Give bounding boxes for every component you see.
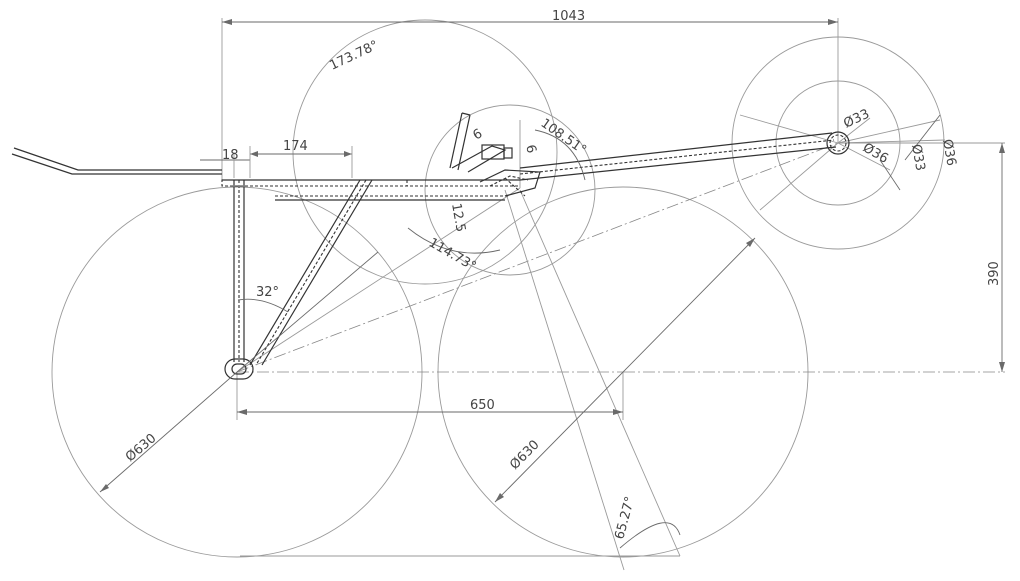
head-arc-circle — [424, 104, 596, 276]
construction-lines — [221, 18, 1005, 571]
dimension-lines — [99, 19, 1005, 549]
dim-114: 114.73° — [426, 235, 479, 274]
dim-ring-dia-2: Ø33 — [908, 143, 927, 172]
construction-circles — [51, 19, 945, 558]
top-tube — [221, 179, 408, 187]
frame-geometry — [11, 112, 850, 380]
diagonal-tube — [249, 179, 361, 366]
dim-front-wheel-dia: Ø630 — [507, 437, 542, 472]
dim-12-5: 12.5 — [448, 202, 468, 233]
dimension-labels: 1043 18 174 650 390 Ø630 Ø630 173.78° 10… — [123, 9, 1002, 541]
dim-32: 32° — [256, 285, 279, 300]
dim-650: 650 — [470, 398, 495, 413]
main-boom — [519, 132, 833, 169]
seat-post — [449, 112, 463, 169]
dim-ring-dia-3: Ø36 — [939, 138, 958, 167]
dim-rear-wheel-dia: Ø630 — [123, 431, 159, 465]
dim-overall-length: 1043 — [552, 9, 585, 24]
dim-390: 390 — [987, 261, 1002, 286]
dim-bb-offset: 18 — [222, 148, 239, 163]
dim-65: 65.27° — [612, 495, 638, 541]
rear-dropout — [224, 358, 254, 380]
boom-end — [826, 131, 850, 155]
dim-tube-6a: 6 — [471, 126, 486, 143]
dim-tube-6b: 6 — [522, 143, 539, 155]
head-tube — [451, 145, 507, 173]
dim-174: 174 — [283, 139, 308, 154]
dim-seat-angle: 173.78° — [327, 38, 380, 74]
left-stub — [11, 153, 222, 175]
dim-head-angle: 108.51° — [538, 116, 589, 158]
seat-arc-circle — [292, 19, 558, 285]
